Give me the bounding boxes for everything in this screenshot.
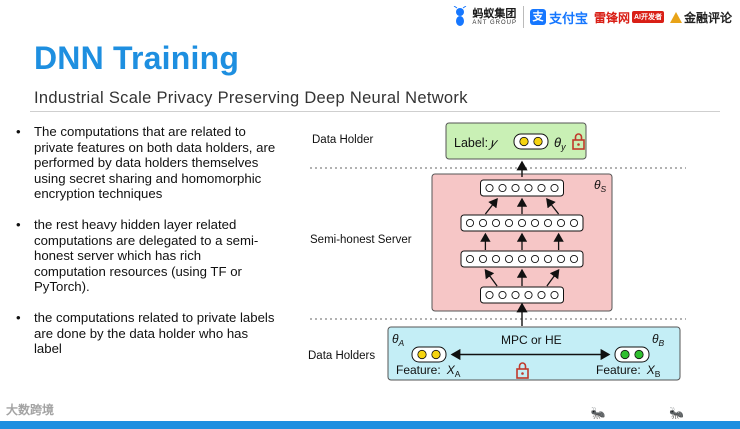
bullet-list: • The computations that are related to pr… [16, 124, 276, 372]
ant-group-cn: 蚂蚁集团 [472, 7, 517, 20]
row-label-server: Semi-honest Server [310, 234, 412, 246]
jinrong-icon [669, 11, 682, 23]
neuron-node [511, 290, 520, 300]
neuron-node [530, 218, 540, 228]
neuron-node [498, 183, 507, 193]
bullet-text: the rest heavy hidden layer related comp… [34, 216, 259, 295]
holder-a-theta: θA [392, 332, 405, 348]
holder-b-feature: Feature:XB [596, 363, 661, 379]
hidden-layer [480, 179, 564, 197]
neuron-node [543, 218, 553, 228]
neuron-node [537, 183, 546, 193]
holder-a-node-group [411, 346, 447, 363]
neuron-node [530, 254, 540, 264]
neuron-node [511, 183, 520, 193]
neuron-node [556, 254, 566, 264]
holder-b-node [634, 349, 644, 360]
label-node [533, 136, 543, 147]
neuron-node [550, 183, 559, 193]
slide-title: DNN Training [34, 40, 240, 76]
neuron-node [504, 218, 514, 228]
leifeng-tag: AI开发者 [631, 11, 664, 23]
bullet-text: The computations that are related to pri… [34, 124, 276, 202]
neuron-node [517, 218, 527, 228]
bullet-marker: • [16, 309, 21, 325]
neuron-node [569, 218, 579, 228]
label-node-group [513, 133, 549, 150]
hidden-layers [460, 179, 584, 304]
label-var: 𝑦 [488, 135, 499, 150]
bullet-item: • the rest heavy hidden layer related com… [16, 217, 276, 295]
slide-subtitle: Industrial Scale Privacy Preserving Deep… [34, 89, 468, 107]
neuron-node [485, 183, 494, 193]
holder-a-feature: Feature:XA [396, 363, 461, 379]
holder-a-node [417, 349, 427, 360]
layer-arrow [546, 268, 560, 287]
layer-arrow [546, 197, 560, 215]
neuron-node [517, 254, 527, 264]
neuron-node [465, 218, 475, 228]
lock-icon [516, 362, 529, 379]
alipay-logo: 支 支付宝 [529, 8, 588, 27]
neuron-node [537, 290, 546, 300]
bullet-marker: • [16, 124, 21, 139]
neuron-node [543, 254, 553, 264]
footer-ant-icons: 🐜 🐜 [590, 406, 714, 420]
ant-group-en: ANT GROUP [472, 19, 517, 26]
neuron-node [569, 254, 579, 264]
neuron-node [491, 254, 501, 264]
layer-arrow [484, 268, 498, 287]
neuron-node [478, 254, 488, 264]
jinrong-logo: 金融评论 [669, 9, 732, 26]
neuron-node [550, 290, 559, 300]
label-theta: θy [554, 135, 566, 152]
neuron-node [524, 183, 533, 193]
leifeng-text: 雷锋网 [593, 10, 630, 25]
footer-watermark: 大数跨境 [6, 403, 55, 417]
layer-arrow [484, 197, 498, 215]
neuron-node [491, 218, 501, 228]
server-theta: θS [594, 178, 607, 194]
neuron-node [485, 290, 494, 300]
alipay-text: 支付宝 [548, 10, 588, 26]
label-node [519, 136, 529, 147]
footer-bar [0, 421, 740, 429]
holder-a-node [431, 349, 441, 360]
ant-group-logo: 蚂蚁集团 ANT GROUP [451, 6, 517, 28]
row-label-data-holder: Data Holder [312, 134, 374, 146]
layer-arrows [480, 197, 564, 287]
dnn-diagram: Data Holder Semi-honest Server Data Hold… [308, 122, 686, 381]
holder-b-node-group [614, 346, 650, 363]
neuron-node [465, 254, 475, 264]
protocol-label: MPC or HE [501, 333, 562, 347]
bullet-item: • the computations related to private lab… [16, 310, 276, 357]
lock-icon [572, 133, 585, 150]
jinrong-text: 金融评论 [683, 10, 732, 25]
logo-divider [522, 6, 524, 28]
label-text: Label: [454, 136, 488, 150]
ant-icon [454, 6, 467, 26]
title-divider [30, 111, 720, 112]
neuron-node [504, 254, 514, 264]
neuron-node [478, 218, 488, 228]
leifeng-logo: 雷锋网 AI开发者 [594, 9, 664, 26]
row-label-data-holders: Data Holders [308, 350, 375, 362]
bullet-marker: • [16, 216, 21, 232]
bullet-text: the computations related to private labe… [34, 309, 275, 357]
neuron-node [498, 290, 507, 300]
holder-b-node [620, 349, 630, 360]
header-logos: 蚂蚁集团 ANT GROUP 支 支付宝 雷锋网 AI开发者 金融评论 [451, 6, 732, 28]
bullet-item: • The computations that are related to pr… [16, 124, 276, 202]
alipay-icon: 支 [529, 9, 546, 25]
neuron-node [524, 290, 533, 300]
holder-b-theta: θB [652, 332, 665, 348]
neuron-node [556, 218, 566, 228]
